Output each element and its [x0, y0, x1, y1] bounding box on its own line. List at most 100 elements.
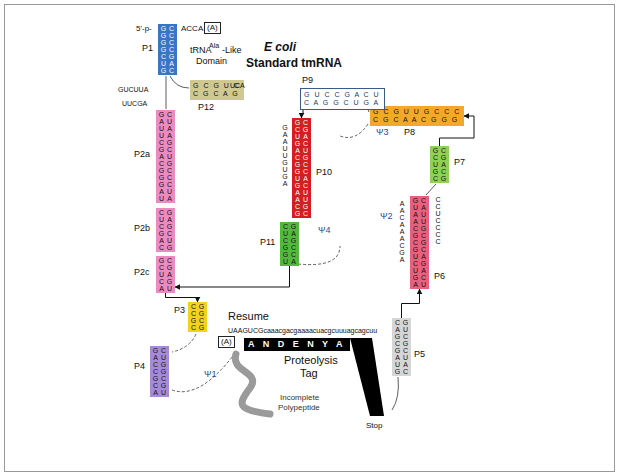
domain-label: Domain: [196, 57, 227, 67]
strand-connector: [402, 289, 420, 318]
helix-stem: C C G CG G C G: [188, 302, 207, 332]
helix-label: P1: [142, 44, 153, 54]
helix-label: P7: [454, 158, 465, 168]
nucleotide-strand: C G C A G: [193, 90, 241, 98]
nucleotide-strand: G A U U C G A C G G G A U: [158, 111, 165, 202]
title-text: Standard tmRNA: [246, 57, 342, 70]
helix-stem: G C U G CC G A C G: [430, 146, 449, 183]
tag-band: A N D E N Y A: [244, 338, 350, 351]
tag-label: Tag: [300, 367, 318, 379]
helix-label: P10: [316, 168, 332, 178]
nucleotide-strand: C U G G C G U: [160, 347, 167, 396]
nucleotide-strand: C U C G A C: [158, 209, 165, 251]
loop-sequence: GUCUUA: [118, 86, 148, 94]
nucleotide-strand: G C U C A: [158, 257, 165, 292]
nucleotide-strand: G U C G C U A C: [402, 319, 409, 375]
figure-frame: [5, 5, 615, 472]
helix-label: P2b: [134, 224, 150, 234]
pseudoknot-link: [298, 246, 340, 265]
helix-label: P12: [198, 103, 214, 113]
helix-label: P3: [174, 306, 185, 316]
loop-sequence: UCA: [230, 82, 245, 90]
pseudoknot-label: Ψ2: [380, 212, 393, 222]
nucleotide-strand: G C U G A C G G U G A A C G: [294, 119, 301, 217]
stop-label: Stop: [366, 422, 382, 431]
helix-label: P6: [434, 272, 445, 282]
nucleotide-strand: G G G G C U G: [160, 25, 167, 74]
nucleotide-strand: C G A G U: [166, 257, 173, 292]
nucleotide-strand: G G C G: [198, 303, 205, 331]
sequence-text: 5'-p-: [136, 25, 152, 34]
domain-label: tRNA: [190, 46, 212, 56]
pseudoknot-label: Ψ1: [204, 370, 217, 380]
tag-label: Proteolysis: [284, 354, 338, 366]
poly-a-box: (A): [204, 22, 221, 34]
nucleotide-strand: C G A C G: [440, 147, 447, 182]
helix-stem: C U C G G UG A G C C A: [280, 222, 299, 266]
poly-a-box: (A): [218, 336, 235, 348]
helix-stem: G U A A C G C G U C U G AC A U U G C G C…: [410, 196, 429, 289]
title-text: E coli: [264, 41, 296, 54]
nucleotide-strand: G U C C G A C U: [304, 91, 381, 99]
nucleotide-strand: G A G C C A: [290, 223, 297, 265]
helix-stem: G G G G C U GC C C C G A C: [158, 24, 177, 75]
nucleotide-strand: G U A A C G C G U C U G A: [412, 197, 419, 288]
polypeptide-label: Incomplete: [280, 394, 319, 403]
strand-connector: [175, 266, 290, 287]
helix-stem: C U C G A CG A G C U G: [156, 208, 175, 252]
nucleotide-strand: G C U G C: [432, 147, 439, 182]
nucleotide-strand: G A C C G C A: [152, 347, 159, 396]
poly-a-text: (A): [207, 23, 218, 33]
pseudoknot-label: Ψ3: [376, 128, 389, 138]
domain-label: -Like: [222, 46, 242, 56]
helix-label: P2a: [134, 150, 150, 160]
polypeptide-chain: [235, 354, 270, 414]
nucleotide-strand: G A G C U G: [166, 209, 173, 251]
loop-sequence: G A A U U G U G A: [281, 124, 289, 187]
nucleotide-strand: C C G C: [190, 303, 197, 331]
sequence-text: UAAGUCGcaaacgacgaaaacuacgcuuuagcagcuu: [228, 327, 377, 335]
helix-label: P11: [260, 238, 275, 248]
helix-stem: G A U U C G A C G G G A UC U A A G C U G…: [156, 110, 175, 203]
resume-label: Resume: [228, 310, 269, 322]
single-strand: [392, 377, 398, 410]
helix-label: P2c: [134, 268, 150, 278]
nucleotide-strand: C U A A G C U G C C C U A: [166, 111, 173, 202]
poly-a-text: (A): [221, 337, 232, 347]
helix-label: P8: [404, 128, 415, 138]
sequence-text: ACCA: [181, 25, 203, 34]
pseudoknot-link: [172, 334, 196, 352]
polypeptide-label: Polypeptide: [278, 404, 320, 413]
nucleotide-strand: C G A C U G C C A C U U G C: [302, 119, 309, 217]
single-strand: [166, 76, 167, 109]
nucleotide-strand: C U C G G U: [282, 223, 289, 265]
tag-band-tail: [350, 338, 384, 416]
strand-connector: [166, 293, 198, 302]
pseudoknot-label: Ψ4: [318, 226, 331, 236]
helix-stem: C A G C G A U GG U C G C U A C: [392, 318, 411, 376]
nucleotide-strand: C A G C G A U G: [394, 319, 401, 375]
nucleotide-strand: C C C C G A C: [168, 25, 175, 74]
pseudoknot-link: [340, 124, 368, 138]
helix-label: P5: [414, 350, 425, 360]
single-strand: [170, 76, 189, 88]
domain-label: Ala: [209, 42, 219, 50]
strand-connector: [302, 110, 304, 118]
nucleotide-strand: C G C A A C G G G: [373, 116, 461, 124]
helix-label: P4: [134, 362, 145, 372]
helix-stem: G A C C G C AC U G G C G U: [150, 346, 169, 397]
helix-stem: G U C C G A C UC A G G C U G A: [300, 88, 385, 110]
loop-sequence: C C U C C C C: [434, 196, 442, 245]
single-strand: [426, 184, 436, 195]
loop-sequence: A A C A A A C G A: [398, 200, 406, 263]
helix-label: P9: [302, 76, 313, 86]
helix-stem: G C U C AC G A G U: [156, 256, 175, 293]
loop-sequence: UUCGA: [122, 100, 147, 108]
nucleotide-strand: C A U U G C G C A G A C U: [420, 197, 427, 288]
helix-stem: G C U G A C G G U G A A C GC G A C U G C…: [292, 118, 311, 218]
tag-sequence: A N D E N Y A: [248, 339, 346, 350]
nucleotide-strand: G C G U U G C C C: [373, 108, 461, 116]
pseudoknot-link: [172, 352, 236, 392]
nucleotide-strand: C A G G C U G A: [304, 99, 381, 107]
